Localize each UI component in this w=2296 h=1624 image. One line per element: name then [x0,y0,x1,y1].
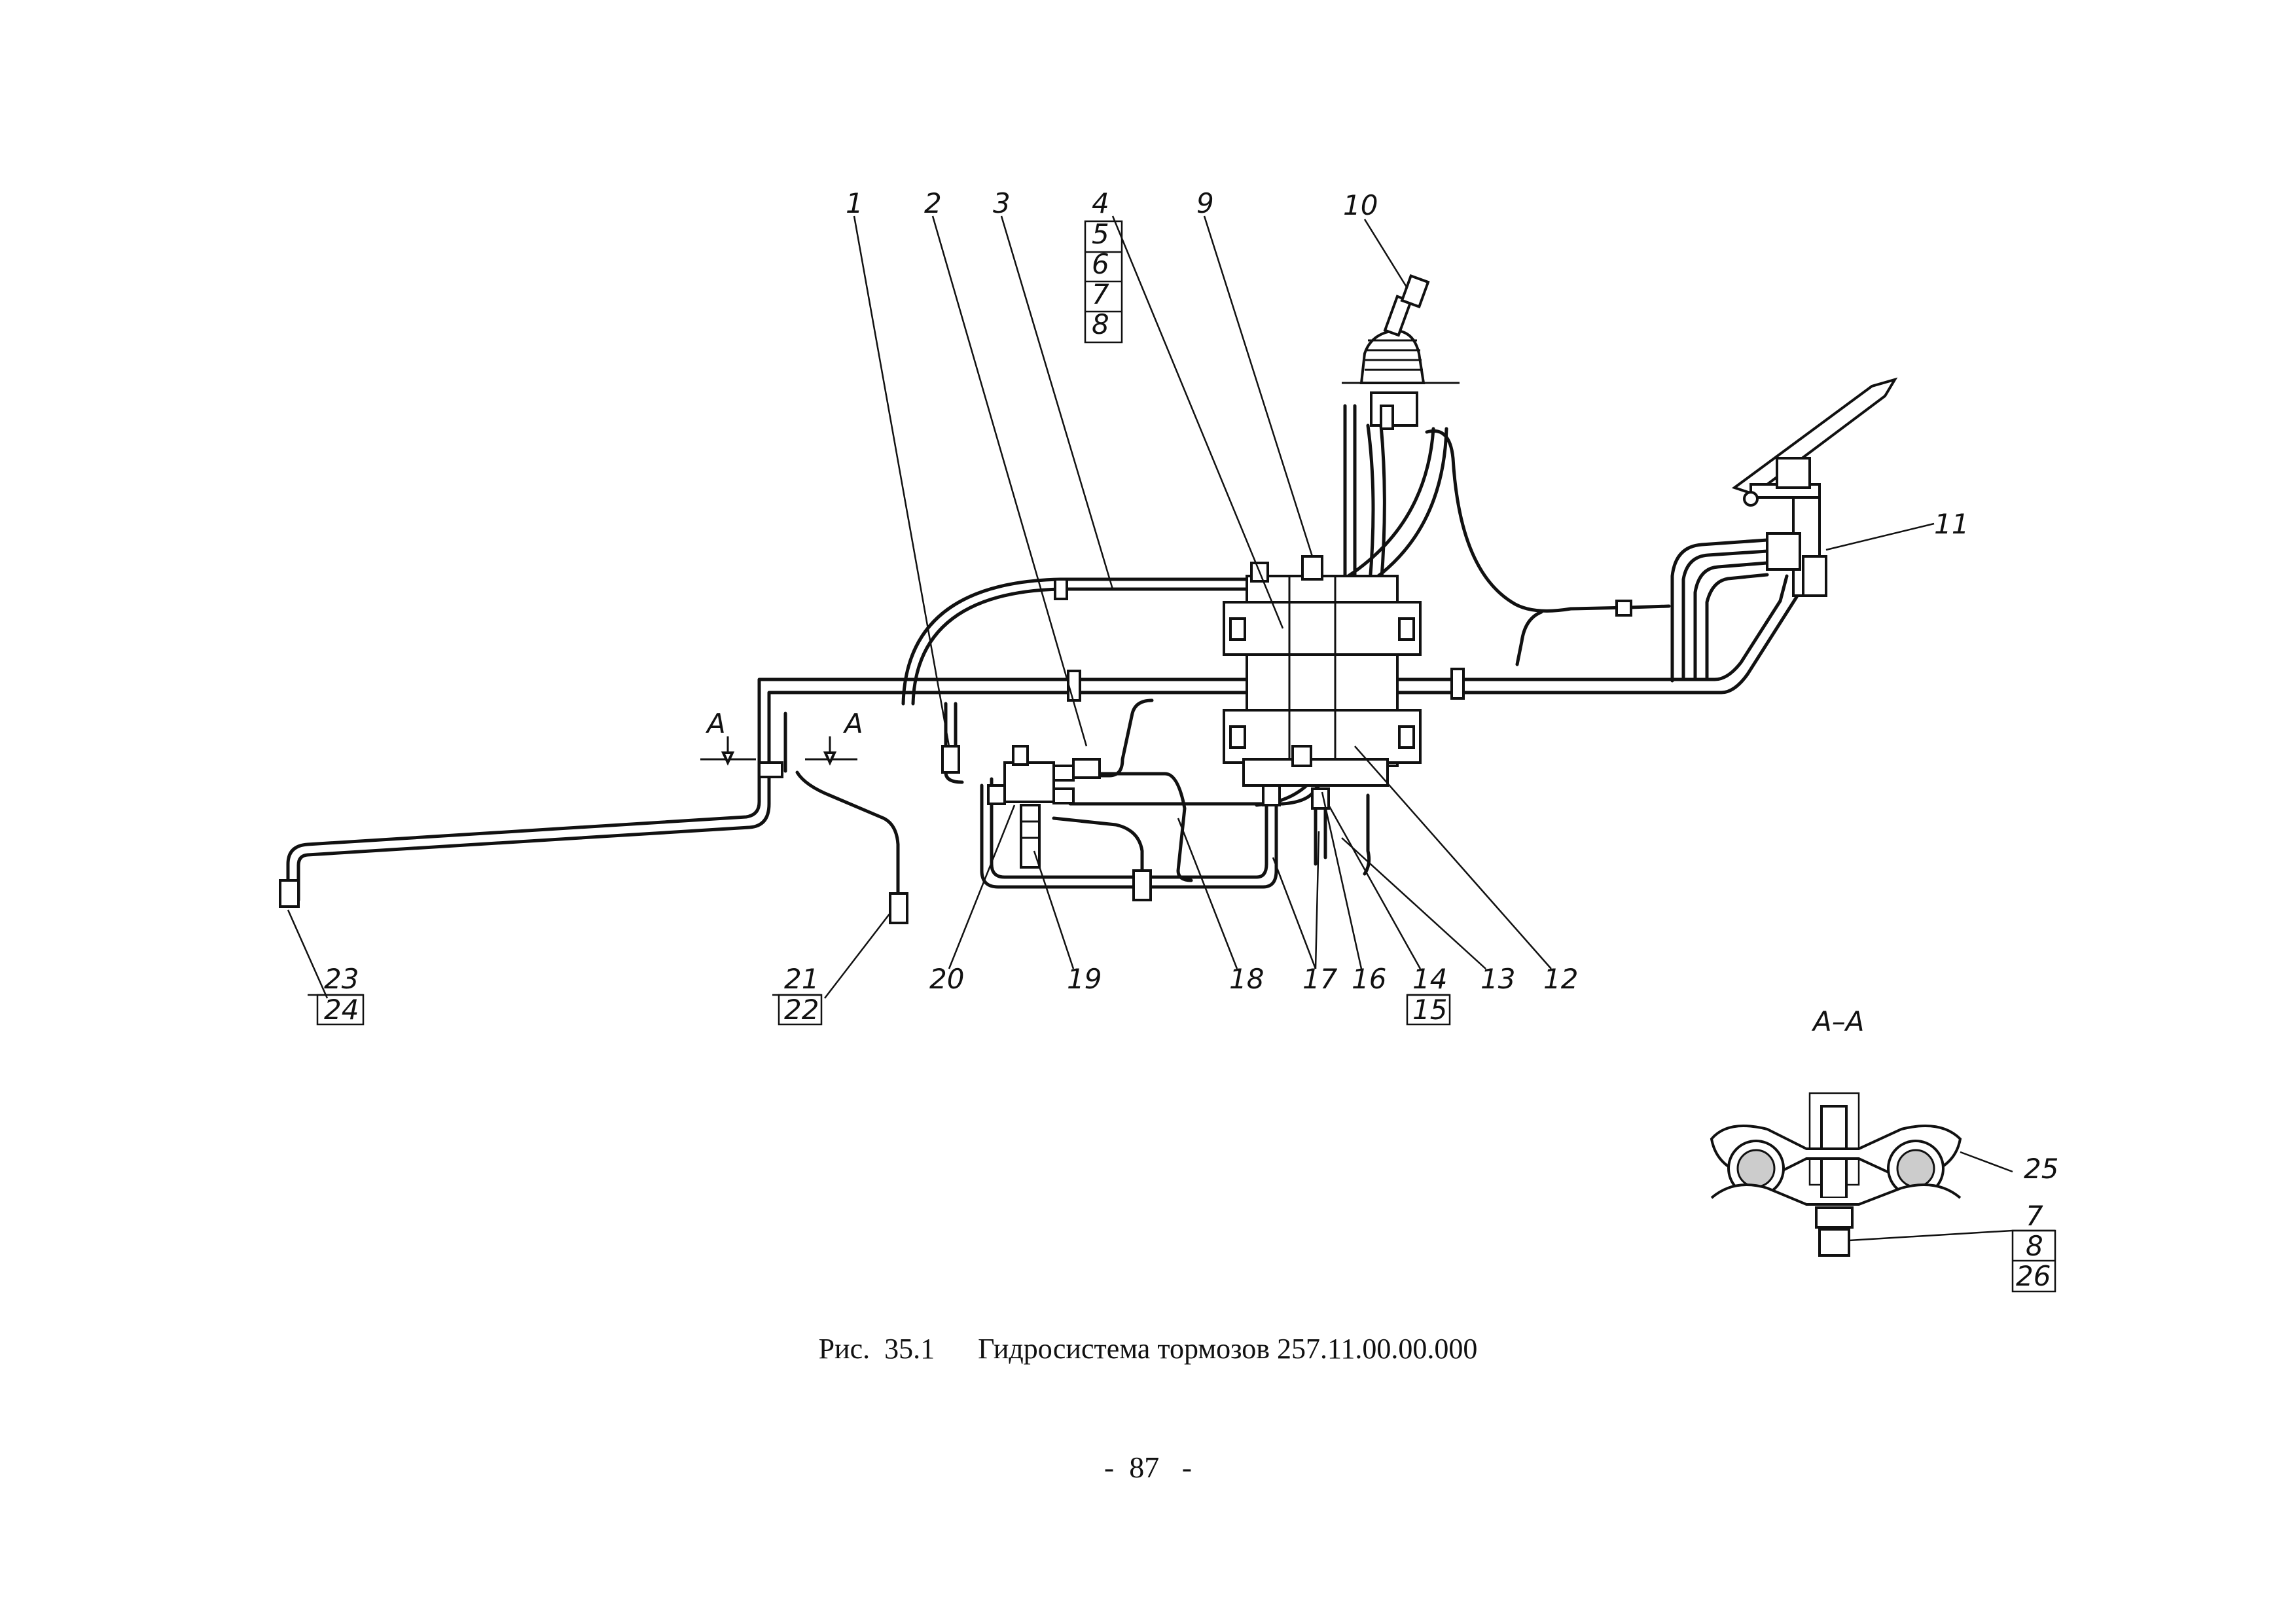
callout-21: 21 [784,963,819,995]
callout-5: 5 [1092,218,1109,250]
pipe-3-lower [901,577,1259,706]
main-pipe-upper [757,574,1789,774]
pedal-bundle-3 [1693,561,1769,680]
pedal-bundle-join [1628,604,1671,609]
main-cylinder-block [1223,555,1422,787]
pedal-hinge [1776,457,1811,489]
pedal-bundle-1 [1670,538,1769,683]
pipe-network [286,404,1808,912]
distributor-20 [987,745,1075,869]
callout-24: 24 [324,994,359,1026]
cylinder-flange-bottom [1223,709,1422,764]
clamp-a-a [758,761,783,778]
callout-22: 22 [784,994,819,1026]
pipe-to-front-left-2 [296,764,771,902]
pedal-bundle-2 [1681,549,1769,681]
cylinder-flange-top [1223,601,1422,656]
pipe-18 [1058,772,1193,882]
lever-boot [1359,329,1426,384]
lever-knob [1400,274,1430,309]
hose-to-pedal [1425,429,1632,613]
callout-15: 15 [1412,994,1447,1026]
pipe-to-front-left [286,764,761,902]
brake-lever-10 [1342,274,1460,430]
clamp-3 [1054,578,1068,600]
caption-number: Рис. 35.1 [818,1333,935,1365]
clamp-2 [1450,668,1465,700]
lower-loop-pipe-2 [990,777,1268,879]
callout-25: 25 [2024,1153,2058,1185]
cylinder-base [1242,758,1389,787]
pedal-plate [1731,377,1898,496]
section-mark-right: A [842,708,863,740]
brake-pedal-11 [1731,377,1898,597]
callout-2: 2 [924,187,942,219]
callout-11: 11 [1934,508,1969,540]
fitting-19 [1132,869,1152,901]
callout-1: 1 [846,187,863,219]
callout-10: 10 [1343,189,1378,221]
pedal-valve [1766,532,1801,571]
clamp-1 [1067,670,1081,702]
callout-6: 6 [1092,248,1109,280]
pipe-to-fitting-21 [783,712,900,912]
main-pipe-lower [767,574,1808,774]
caption-title: Гидросистема тормозов 257.11.00.00.000 [978,1333,1478,1365]
cylinder-cap-1 [1301,555,1323,581]
figure-caption: Рис. 35.1 Гидросистема тормозов 257.11.0… [0,1332,2296,1365]
fittings [279,578,1632,924]
callout-19: 19 [1067,963,1102,995]
callout-12: 12 [1543,963,1578,995]
page-number: - 87 - [1103,1451,1193,1484]
callout-7: 7 [1092,278,1109,310]
pipe-to-fitting-19 [1052,816,1144,892]
distributor-block [1003,761,1055,803]
section-mark-left: A [705,708,726,740]
section-view-title: A–A [1811,1005,1864,1038]
callout-14: 14 [1412,963,1447,995]
washer [1815,1206,1854,1229]
fitting-21 [889,892,908,924]
callout-8-detail: 8 [2026,1230,2043,1262]
callout-labels: 1 2 3 4 5 6 7 8 9 10 11 A A 23 24 21 22 … [324,187,2058,1292]
callout-3: 3 [993,187,1011,219]
section-a-a-detail [1710,1092,2056,1293]
pedal-bundle-4 [1705,573,1769,679]
fitting-23 [279,879,300,908]
callout-8: 8 [1092,308,1109,340]
callout-13: 13 [1480,963,1515,995]
callout-9: 9 [1196,187,1214,219]
nut [1818,1228,1850,1257]
pipe-3-upper [911,587,1259,706]
section-marks [700,736,857,766]
leader-lines [287,215,1935,1026]
callout-4: 4 [1092,187,1109,219]
callout-17: 17 [1302,963,1338,995]
callout-23: 23 [324,963,359,995]
callout-18: 18 [1229,963,1264,995]
callout-26-detail: 26 [2016,1260,2051,1292]
callout-16: 16 [1352,963,1386,995]
lower-loop-pipe [980,784,1278,889]
callout-20: 20 [929,963,964,995]
hose-to-pedal-tail [1515,610,1543,666]
callout-7-detail: 7 [2026,1200,2043,1232]
